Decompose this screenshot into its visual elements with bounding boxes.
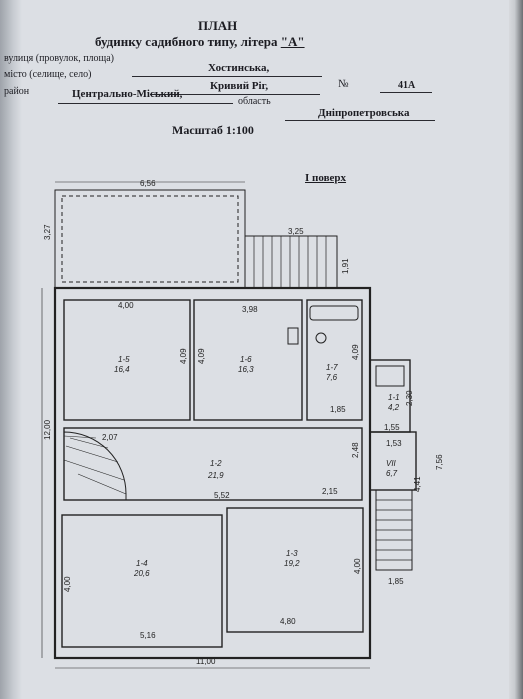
room-1-3-label: 1-3	[286, 549, 298, 558]
bathtub-icon	[309, 305, 359, 321]
dim-2-07: 2,07	[102, 433, 118, 442]
room-1-6-outline	[193, 299, 303, 421]
oblast-underline	[285, 120, 435, 121]
spiral-stair-icon	[63, 431, 127, 501]
number-value: 41А	[398, 80, 416, 91]
veranda-vii-area: 6,7	[386, 469, 398, 478]
dim-1-55: 1,55	[384, 423, 400, 432]
page-binding	[0, 0, 22, 699]
dim-4-09-b: 4,09	[197, 348, 206, 364]
room-1-3-outline	[226, 507, 364, 633]
city-value: Кривий Ріг,	[210, 80, 269, 92]
stair-steps-top	[253, 236, 327, 288]
dim-12-00: 12,00	[43, 419, 52, 440]
stove-icon	[287, 327, 299, 345]
dim-5-16: 5,16	[140, 631, 156, 640]
room-1-7-label: 1-7	[326, 363, 338, 372]
litera-value: "А"	[280, 34, 305, 49]
plan-title: ПЛАН	[198, 18, 238, 33]
room-1-5-area: 16,4	[114, 365, 130, 374]
dim-2-30: 2,30	[405, 390, 414, 406]
city-label: місто (селище, село)	[4, 69, 92, 80]
number-label: №	[338, 78, 349, 90]
room-1-2-area: 21,9	[207, 471, 224, 480]
dim-4-80: 4,80	[280, 617, 296, 626]
district-value: Центрально-Міський,	[72, 88, 183, 100]
street-underline	[132, 76, 322, 77]
page-edge	[509, 0, 523, 699]
district-underline	[58, 103, 233, 104]
dim-4-09-c: 4,09	[351, 344, 360, 360]
room-1-5-outline	[63, 299, 191, 421]
dim-4-41: 4,41	[413, 476, 422, 492]
street-value: Хостинська,	[208, 62, 270, 74]
room-1-4-outline	[61, 514, 223, 648]
room-1-3-area: 19,2	[284, 559, 300, 568]
dim-6-56: 6,56	[140, 179, 156, 188]
dim-4-00-right: 4,00	[353, 558, 362, 574]
room-1-1-label: 1-1	[388, 393, 400, 402]
dim-1-91: 1,91	[341, 258, 350, 274]
district-label: район	[4, 86, 30, 97]
dim-4-00-top: 4,00	[118, 301, 134, 310]
spiral-stair-steps	[63, 435, 127, 495]
dim-3-27: 3,27	[43, 224, 52, 240]
street-label: вулиця (провулок, площа)	[4, 53, 115, 64]
toilet-icon	[315, 332, 327, 344]
room-1-7-outline	[306, 299, 363, 421]
plan-subtitle: будинку садибного типу, літера "А"	[95, 34, 305, 50]
dim-5-52: 5,52	[214, 491, 230, 500]
room-1-7-area: 7,6	[326, 373, 338, 382]
dim-4-00-left: 4,00	[63, 576, 72, 592]
floor-label: І поверх	[305, 172, 347, 184]
scale-text: Масштаб 1:100	[172, 123, 254, 137]
room-1-4-area: 20,6	[133, 569, 150, 578]
dim-3-98: 3,98	[242, 305, 258, 314]
stairs-top	[244, 235, 338, 289]
terrace-outline	[54, 189, 246, 289]
dim-11-00: 11,00	[196, 657, 216, 666]
dim-2-15: 2,15	[322, 487, 338, 496]
oblast-label: область	[238, 96, 271, 107]
room-1-4-label: 1-4	[136, 559, 148, 568]
subtitle-text: будинку садибного типу, літера	[95, 34, 278, 49]
room-1-6-label: 1-6	[240, 355, 252, 364]
boiler-icon	[375, 365, 405, 387]
room-1-2-label: 1-2	[210, 459, 222, 468]
dim-7-56: 7,56	[435, 454, 444, 470]
oblast-value: Дніпропетровська	[318, 107, 410, 119]
dim-1-85-b: 1,85	[388, 577, 404, 586]
veranda-vii-label: VII	[386, 459, 397, 468]
dim-2-48: 2,48	[351, 442, 360, 458]
city-underline	[150, 94, 320, 95]
room-1-6-area: 16,3	[238, 365, 254, 374]
terrace-inner	[61, 195, 239, 283]
number-underline	[380, 92, 432, 93]
dim-1-85-a: 1,85	[330, 405, 346, 414]
room-1-1-area: 4,2	[388, 403, 400, 412]
dim-3-25: 3,25	[288, 227, 304, 236]
room-1-5-label: 1-5	[118, 355, 130, 364]
dim-1-53: 1,53	[386, 439, 402, 448]
dim-4-09-a: 4,09	[179, 348, 188, 364]
stair-steps-side	[376, 499, 412, 561]
